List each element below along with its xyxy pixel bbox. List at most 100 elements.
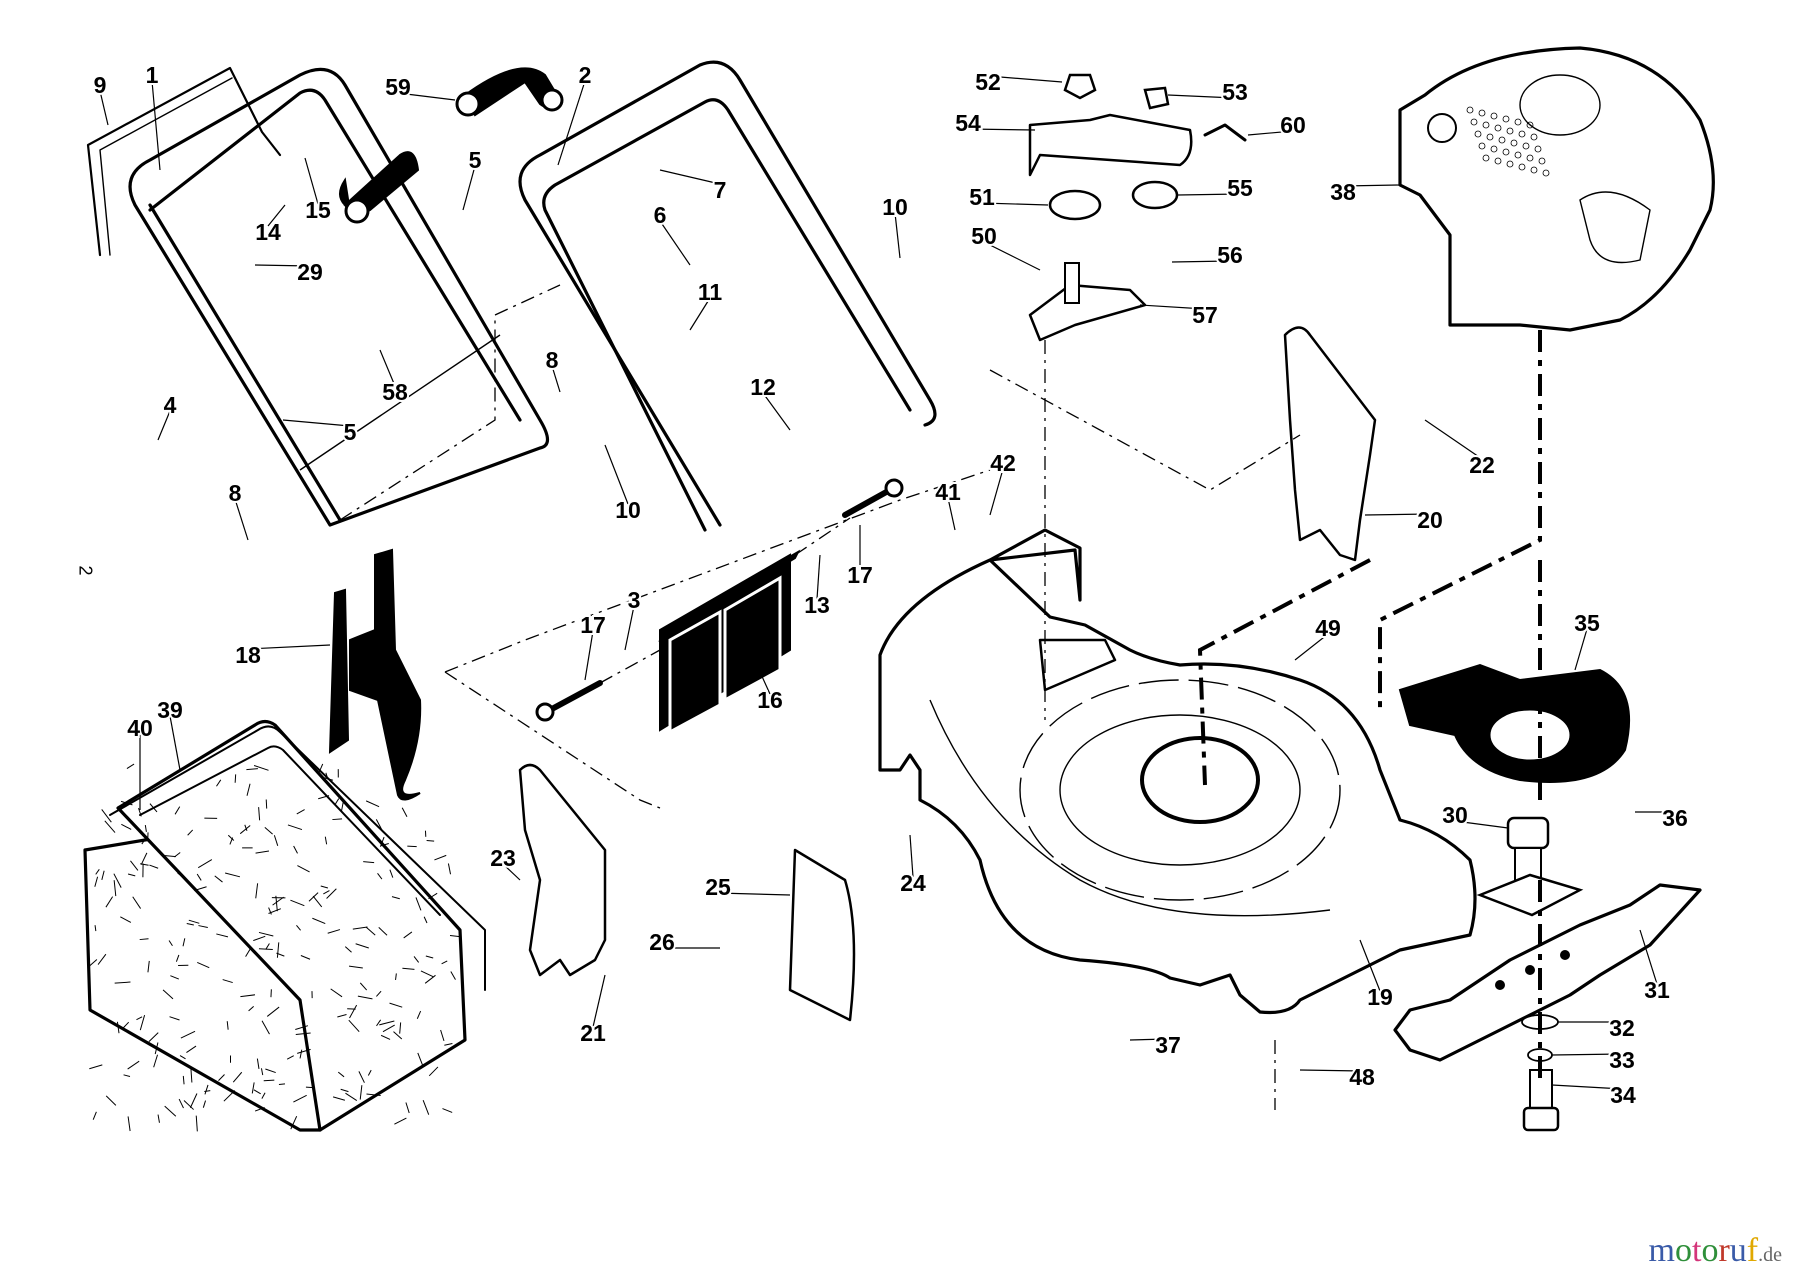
bag-texture-stroke <box>324 777 334 781</box>
watermark-tld: .de <box>1758 1244 1782 1266</box>
bag-texture-stroke <box>120 916 132 923</box>
callout-12[interactable]: 12 <box>748 372 778 402</box>
bag-texture-stroke <box>422 1100 430 1115</box>
callout-39[interactable]: 39 <box>155 695 185 725</box>
bag-texture-stroke <box>127 1060 140 1070</box>
bag-texture-stroke <box>239 825 251 835</box>
bag-texture-stroke <box>104 820 116 833</box>
leader-line-56 <box>1171 260 1231 263</box>
callout-55[interactable]: 55 <box>1225 173 1255 203</box>
callout-10[interactable]: 10 <box>880 192 910 222</box>
callout-57[interactable]: 57 <box>1190 300 1220 330</box>
callout-32[interactable]: 32 <box>1607 1013 1637 1043</box>
leader-line-30 <box>1454 820 1509 829</box>
callout-4[interactable]: 4 <box>162 390 179 420</box>
bag-texture-stroke <box>157 1114 160 1123</box>
callout-31[interactable]: 31 <box>1642 975 1672 1005</box>
callout-49[interactable]: 49 <box>1313 613 1343 643</box>
callout-50[interactable]: 50 <box>969 221 999 251</box>
callout-7[interactable]: 7 <box>712 175 729 205</box>
bag-texture-stroke <box>334 798 340 806</box>
callout-6[interactable]: 6 <box>652 200 669 230</box>
callout-59[interactable]: 59 <box>383 72 413 102</box>
callout-13[interactable]: 13 <box>802 590 832 620</box>
bag-texture-stroke <box>105 1095 117 1106</box>
bag-texture-stroke <box>253 1089 261 1095</box>
callout-23[interactable]: 23 <box>488 843 518 873</box>
bag-texture-stroke <box>222 979 233 984</box>
leader-line-37 <box>1129 1038 1169 1041</box>
callout-5[interactable]: 5 <box>342 417 359 447</box>
callout-37[interactable]: 37 <box>1153 1030 1183 1060</box>
callout-30[interactable]: 30 <box>1440 800 1470 830</box>
callout-21[interactable]: 21 <box>578 1018 608 1048</box>
callout-15[interactable]: 15 <box>303 195 333 225</box>
bag-texture-stroke <box>229 837 234 845</box>
callout-40[interactable]: 40 <box>125 713 155 743</box>
callout-8[interactable]: 8 <box>544 345 561 375</box>
bag-texture-stroke <box>379 836 385 847</box>
callout-53[interactable]: 53 <box>1220 77 1250 107</box>
callout-11[interactable]: 11 <box>696 277 725 307</box>
leader-line-14 <box>267 204 286 227</box>
bag-texture-stroke <box>348 965 363 969</box>
callout-2[interactable]: 2 <box>577 60 594 90</box>
callout-25[interactable]: 25 <box>703 872 733 902</box>
callout-3[interactable]: 3 <box>626 585 643 615</box>
bag-texture-stroke <box>297 1048 311 1054</box>
callout-26[interactable]: 26 <box>647 927 677 957</box>
callout-35[interactable]: 35 <box>1572 608 1602 638</box>
callout-54[interactable]: 54 <box>953 108 983 138</box>
callout-60[interactable]: 60 <box>1278 110 1308 140</box>
bag-texture-stroke <box>216 779 222 787</box>
bag-texture-stroke <box>256 1058 260 1069</box>
callout-1[interactable]: 1 <box>144 60 161 90</box>
engine-vent-dot <box>1466 106 1474 114</box>
bag-texture-stroke <box>428 1066 439 1077</box>
callout-8[interactable]: 8 <box>227 478 244 508</box>
callout-18[interactable]: 18 <box>233 640 263 670</box>
bag-texture-stroke <box>253 765 269 771</box>
engine-vent-dot <box>1522 142 1530 150</box>
control-bail <box>86 66 282 257</box>
leader-line-59 <box>397 92 456 101</box>
callout-48[interactable]: 48 <box>1347 1062 1377 1092</box>
callout-58[interactable]: 58 <box>380 377 410 407</box>
bag-texture-stroke <box>378 927 388 936</box>
bag-texture-stroke <box>337 1014 347 1018</box>
bag-texture-stroke <box>218 1074 225 1082</box>
callout-14[interactable]: 14 <box>253 217 283 247</box>
callout-34[interactable]: 34 <box>1608 1080 1638 1110</box>
callout-19[interactable]: 19 <box>1365 982 1395 1012</box>
leader-line-58 <box>379 349 396 387</box>
callout-36[interactable]: 36 <box>1660 803 1690 833</box>
watermark-letter: o <box>1701 1232 1719 1269</box>
callout-10[interactable]: 10 <box>613 495 643 525</box>
bag-texture-stroke <box>223 1090 236 1102</box>
callout-17[interactable]: 17 <box>845 560 875 590</box>
callout-52[interactable]: 52 <box>973 67 1003 97</box>
callout-41[interactable]: 41 <box>933 477 963 507</box>
bag-texture-stroke <box>300 955 311 960</box>
callout-22[interactable]: 22 <box>1467 450 1497 480</box>
callout-24[interactable]: 24 <box>898 868 928 898</box>
engine-vent-dot <box>1470 118 1478 126</box>
callout-29[interactable]: 29 <box>295 257 325 287</box>
callout-33[interactable]: 33 <box>1607 1045 1637 1075</box>
engine-vent-dot <box>1482 121 1490 129</box>
bag-texture-stroke <box>154 1042 159 1055</box>
callout-16[interactable]: 16 <box>755 685 785 715</box>
callout-38[interactable]: 38 <box>1328 177 1358 207</box>
callout-9[interactable]: 9 <box>92 70 109 100</box>
callout-20[interactable]: 20 <box>1415 505 1445 535</box>
leader-line-38 <box>1342 184 1401 187</box>
leader-line-19 <box>1359 939 1381 992</box>
leader-lines <box>99 75 1675 1090</box>
callout-51[interactable]: 51 <box>967 182 997 212</box>
bag-texture-stroke <box>330 988 343 998</box>
callout-42[interactable]: 42 <box>988 448 1018 478</box>
callout-5[interactable]: 5 <box>467 145 484 175</box>
callout-17[interactable]: 17 <box>578 610 608 640</box>
callout-56[interactable]: 56 <box>1215 240 1245 270</box>
bag-texture-stroke <box>324 836 328 845</box>
